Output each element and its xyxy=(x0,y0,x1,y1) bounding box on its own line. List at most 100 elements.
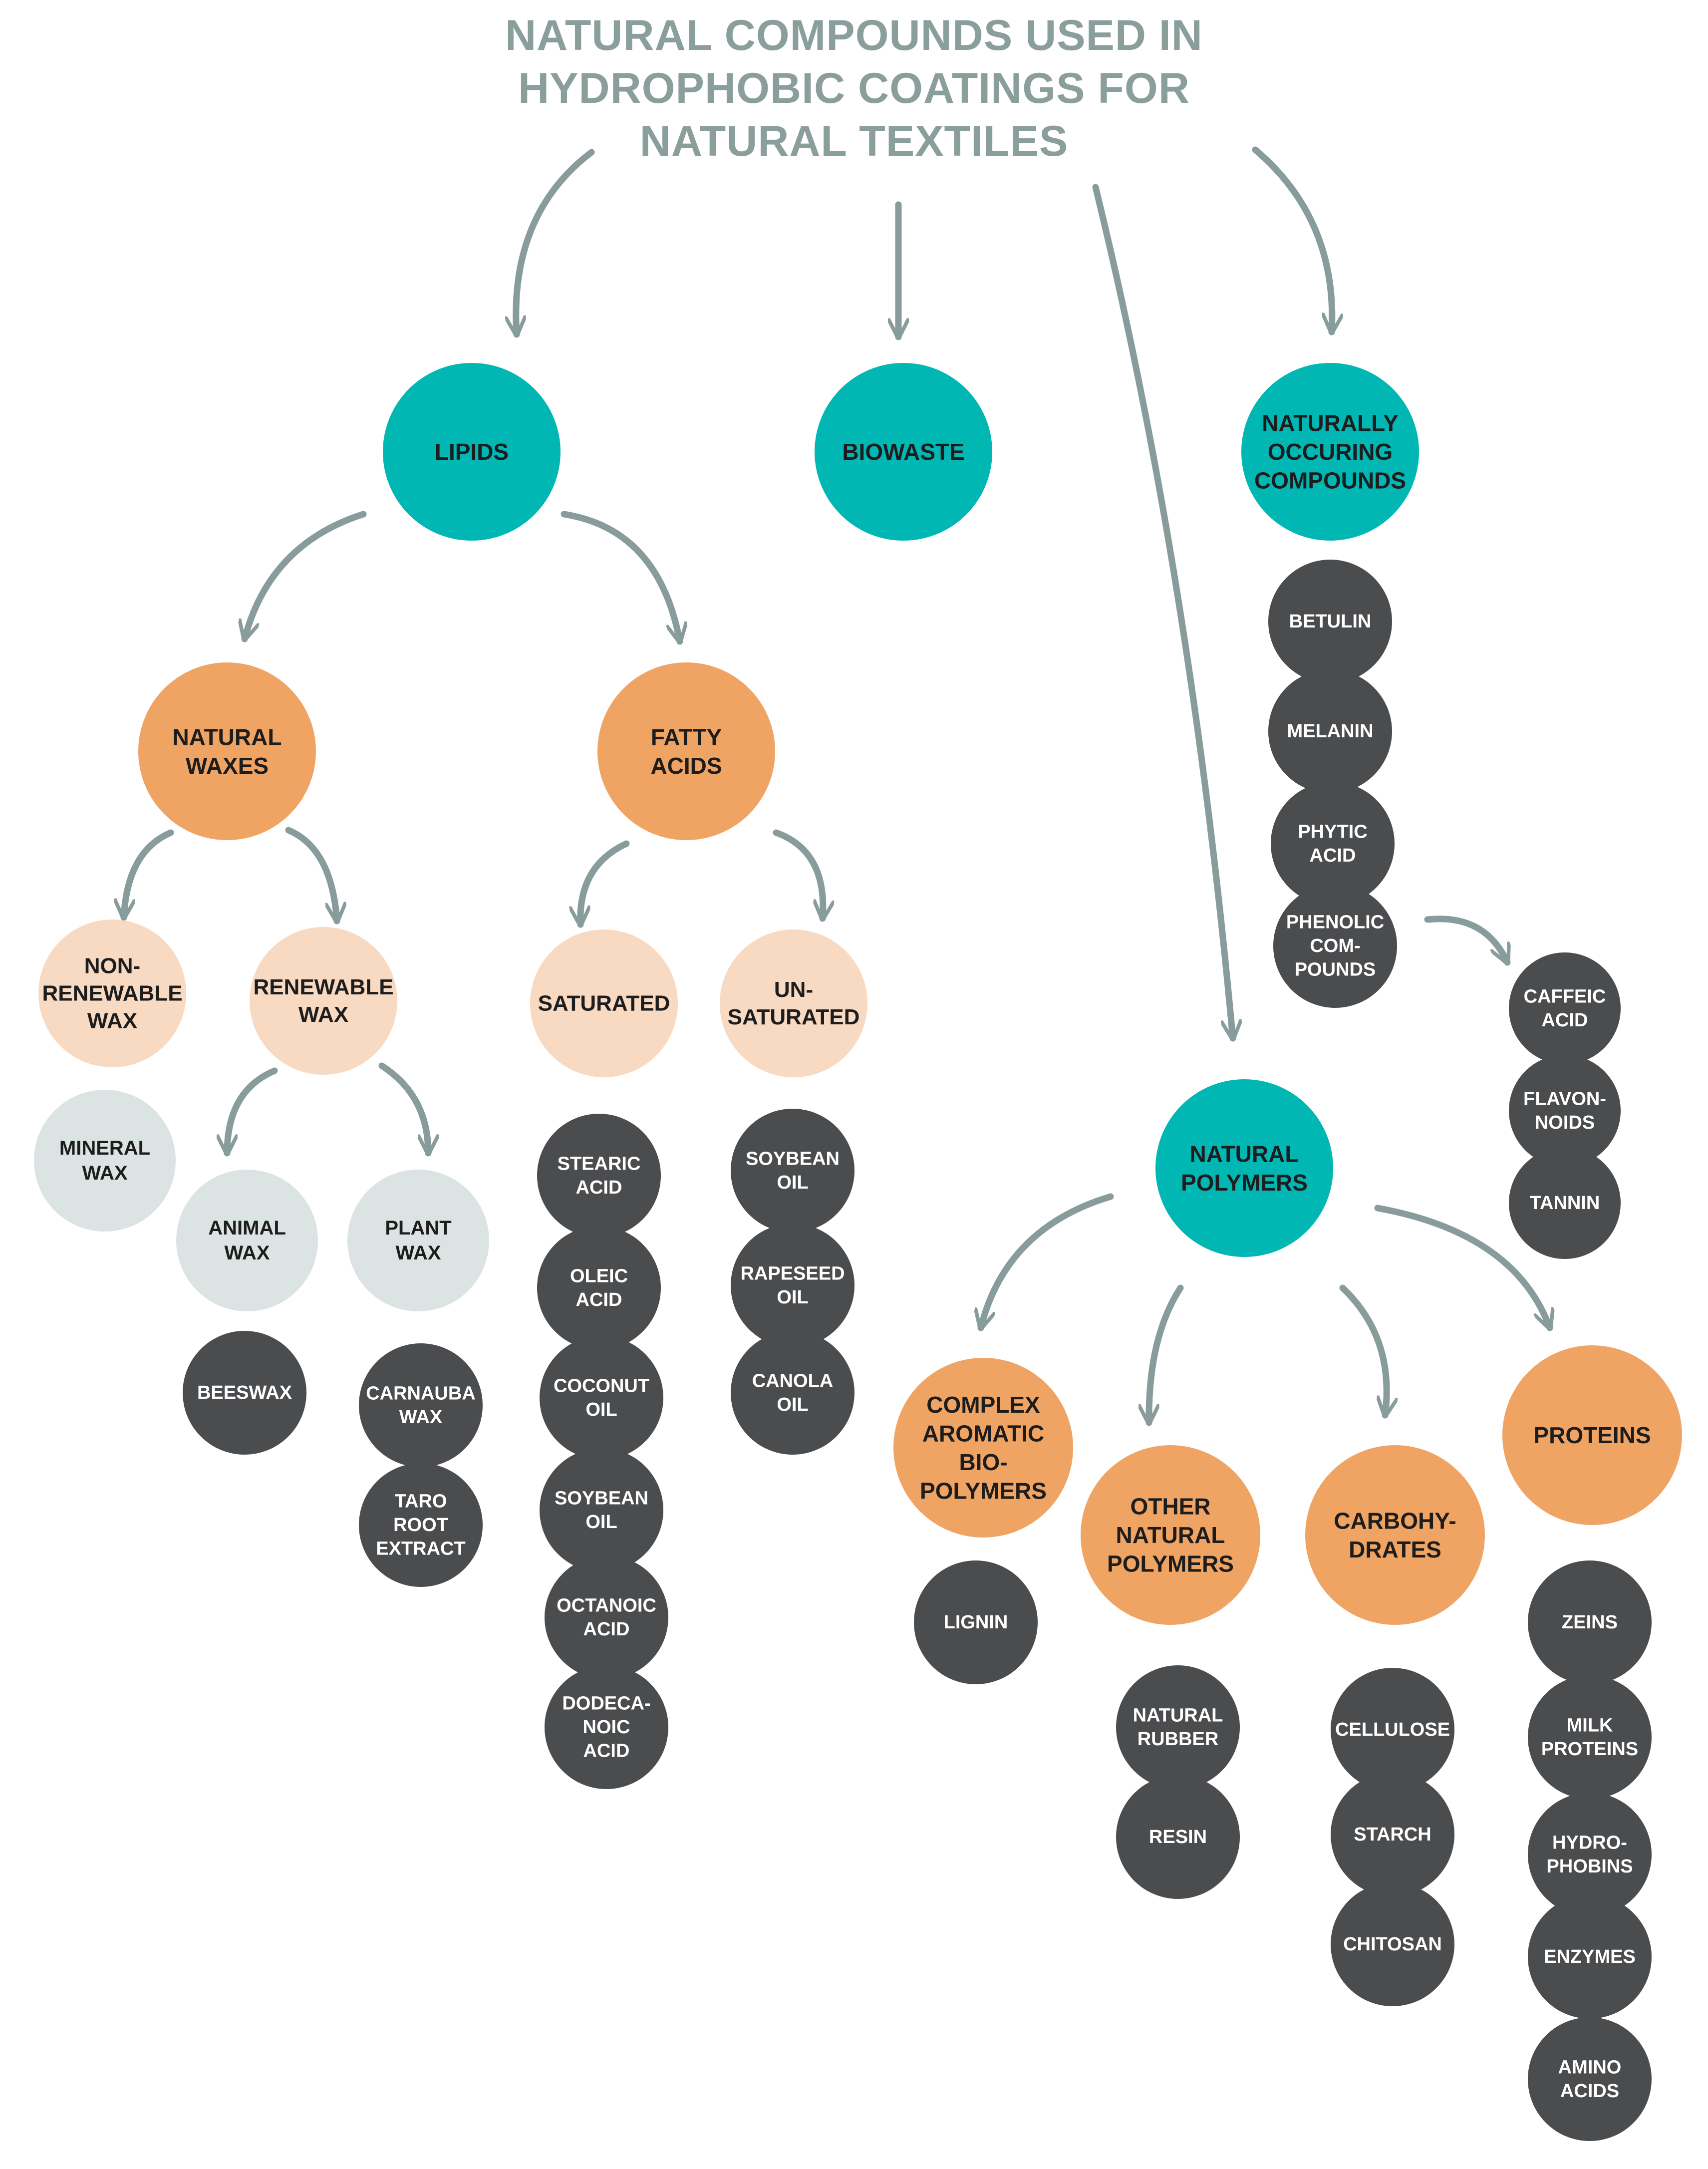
node-label-line: MELANIN xyxy=(1287,721,1373,742)
node-circle xyxy=(1116,1775,1240,1899)
node-label-line: SOYBEAN xyxy=(555,1488,648,1509)
node-resin: RESIN xyxy=(1116,1775,1240,1899)
node-circle xyxy=(893,1358,1073,1538)
node-label-line: AMINO xyxy=(1558,2057,1622,2078)
arrow-lipids-fatty xyxy=(561,511,680,641)
node-label-line: NATURAL xyxy=(1116,1522,1225,1548)
node-label-line: DRATES xyxy=(1349,1537,1441,1562)
node-saturated: SATURATED xyxy=(530,930,678,1077)
node-label-line: ENZYMES xyxy=(1544,1946,1636,1967)
node-label-line: UN- xyxy=(774,977,813,1002)
node-circle xyxy=(1528,1895,1652,2019)
node-label-line: MILK xyxy=(1567,1715,1613,1736)
node-label-line: FLAVON- xyxy=(1523,1088,1606,1109)
node-circle xyxy=(359,1463,483,1587)
node-circle xyxy=(1331,1773,1454,1896)
node-label-line: OCCURING xyxy=(1268,439,1393,465)
node-betulin: BETULIN xyxy=(1268,560,1392,683)
node-label-line: WAXES xyxy=(186,753,269,779)
node-label-line: OIL xyxy=(777,1172,808,1193)
arrow-phenolic-caffeic xyxy=(1424,916,1507,962)
node-circle xyxy=(540,1448,663,1572)
node-circle xyxy=(347,1170,489,1311)
node-circle xyxy=(1528,1675,1652,1799)
arrow-waxes-nonrenew xyxy=(124,829,174,921)
node-circle xyxy=(720,930,867,1077)
node-label-line: WAX xyxy=(224,1242,270,1264)
node-label-line: WAX xyxy=(82,1162,127,1184)
node-circle xyxy=(731,1331,854,1455)
node-circle xyxy=(731,1224,854,1347)
node-circle xyxy=(1509,1055,1621,1167)
node-label-line: WAX xyxy=(298,1002,348,1027)
node-label-line: PROTEINS xyxy=(1541,1739,1638,1760)
node-label-line: OIL xyxy=(777,1287,808,1308)
node-label-line: STARCH xyxy=(1354,1824,1431,1845)
node-label-line: ACID xyxy=(1542,1010,1588,1031)
arrow-title-polymers xyxy=(1092,184,1233,1042)
node-label-line: POLYMERS xyxy=(1181,1170,1308,1196)
arrow-fatty-saturated xyxy=(580,840,630,928)
node-label-line: ACIDS xyxy=(1560,2081,1619,2102)
node-label-line: COMPOUNDS xyxy=(1254,468,1406,494)
node-label-line: RESIN xyxy=(1149,1827,1207,1848)
node-label-line: AROMATIC xyxy=(922,1420,1044,1446)
node-circle xyxy=(1155,1079,1333,1257)
node-label-line: LIPIDS xyxy=(435,439,509,465)
node-label-line: ANIMAL xyxy=(208,1217,286,1239)
node-label-line: CELLULOSE xyxy=(1335,1719,1450,1740)
node-circle xyxy=(1305,1445,1485,1625)
node-hydrophobins: HYDRO-PHOBINS xyxy=(1528,1793,1652,1916)
node-unsaturated: UN-SATURATED xyxy=(720,930,867,1077)
node-label-line: STEARIC xyxy=(558,1153,641,1174)
node-circle xyxy=(1268,560,1392,683)
node-circle xyxy=(1271,782,1395,906)
arrow-polymers-proteins xyxy=(1374,1205,1550,1328)
arrow-fatty-unsaturated xyxy=(773,829,823,922)
node-circle xyxy=(359,1343,483,1467)
node-label-line: BIOWASTE xyxy=(842,439,964,465)
node-label-line: LIGNIN xyxy=(944,1612,1008,1633)
node-circle xyxy=(1331,1668,1454,1792)
node-label-line: ROOT xyxy=(393,1515,448,1536)
arrow-title-naturally xyxy=(1252,146,1332,335)
node-label-line: POLYMERS xyxy=(920,1478,1047,1504)
node-circle xyxy=(1528,1560,1652,1684)
node-flavonoids: FLAVON-NOIDS xyxy=(1509,1055,1621,1167)
node-label-line: PROTEINS xyxy=(1533,1422,1651,1448)
node-circle xyxy=(1509,1147,1621,1259)
node-label-line: COCONUT xyxy=(554,1375,649,1396)
node-label-line: TANNIN xyxy=(1530,1193,1600,1214)
node-natural-waxes: NATURAL WAXES xyxy=(138,662,316,840)
node-label-line: NATURAL xyxy=(173,724,282,750)
node-animal-wax: ANIMAL WAX xyxy=(176,1170,318,1311)
node-circle xyxy=(1081,1445,1260,1625)
node-label-line: DODECA- xyxy=(562,1693,650,1714)
node-milk-proteins: MILK PROTEINS xyxy=(1528,1675,1652,1799)
node-circle xyxy=(597,662,775,840)
node-label-line: POLYMERS xyxy=(1107,1551,1234,1577)
node-circle xyxy=(1528,1793,1652,1916)
node-label-line: ACIDS xyxy=(650,753,722,779)
node-label-line: OIL xyxy=(777,1394,808,1415)
node-melanin: MELANIN xyxy=(1268,669,1392,793)
node-label-line: HYDRO- xyxy=(1552,1832,1627,1853)
arrows-group xyxy=(124,146,1550,1426)
node-label-line: NON- xyxy=(84,954,140,978)
node-label-line: WAX xyxy=(395,1242,441,1264)
node-label-line: BIO- xyxy=(959,1449,1007,1475)
node-circle xyxy=(250,927,397,1075)
